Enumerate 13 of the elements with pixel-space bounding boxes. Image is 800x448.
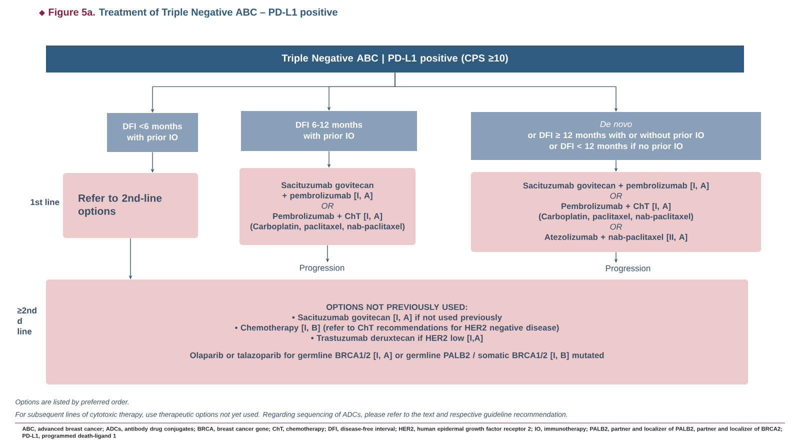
condition-box: De novo or DFI ≥ 12 months with or without prior IO or DFI < 12 months if no prior IO: [471, 112, 761, 160]
figure-number: Figure 5a.: [48, 8, 95, 18]
options-box: OPTIONS NOT PREVIOUSLY USED: • Sacituzumab govitecan [I, A] if not used previously • Chemotherapy [I, B] (refer to ChT recommendations for HER2 negative disease) • Trastuzumab deruxtecan if HER2 low [I,A] Olaparib or talazoparib for germline BRCA1/2 [I, A] or germline PALB2 / somatic BRCA1/2 [I, B] mutated: [46, 280, 748, 384]
condition-box: DFI 6-12 months with prior IO: [241, 111, 417, 151]
row-label: ≥2nd d line: [17, 307, 36, 334]
progression-text: Progression: [300, 264, 344, 272]
progression-text: Progression: [606, 265, 650, 273]
header-bar: Triple Negative ABC | PD-L1 positive (CPS ≥10): [46, 46, 744, 72]
treatment-box: Sacituzumab govitecan + pembrolizumab [I, A] OR Pembrolizumab + ChT [I, A] (Carboplatin, paclitaxel, nab-paclitaxel) OR Atezolizumab + nab-paclitaxel [II, A]: [471, 172, 761, 252]
treatment-box: Refer to 2nd-line options: [63, 173, 198, 238]
condition-box: DFI <6 months with prior IO: [107, 113, 198, 152]
treatment-box: Sacituzumab govitecan + pembrolizumab [I, A] OR Pembrolizumab + ChT [I, A] (Carboplatin, paclitaxel, nab-paclitaxel): [240, 168, 416, 245]
title: Treatment of Triple Negative ABC – PD-L1 positive: [98, 8, 338, 18]
